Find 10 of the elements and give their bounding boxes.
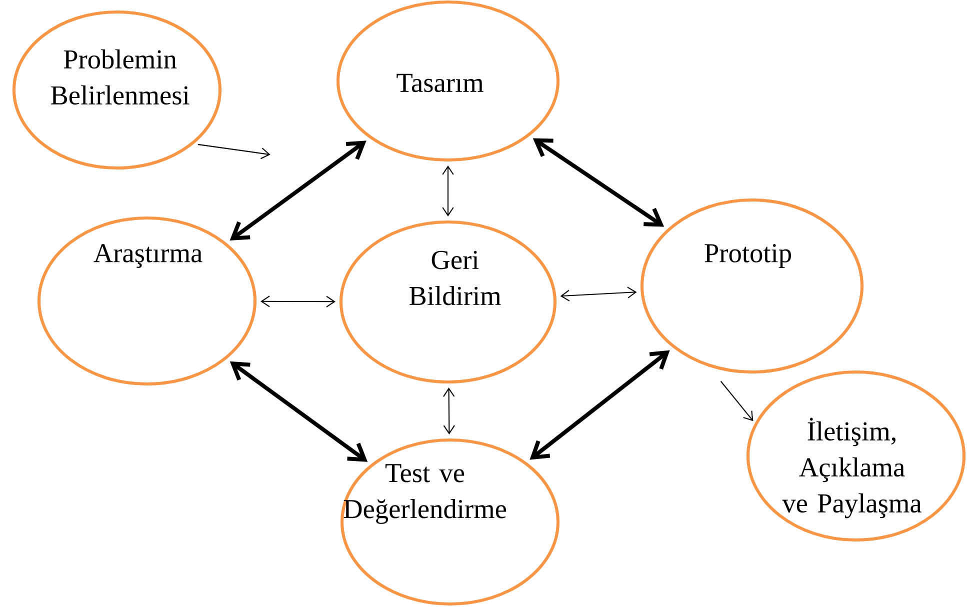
arrow — [198, 144, 270, 160]
arrow — [442, 166, 454, 216]
arrow — [230, 361, 368, 462]
arrow — [720, 380, 754, 422]
arrow — [260, 296, 336, 308]
arrow — [530, 350, 670, 460]
arrow — [560, 286, 637, 302]
arrow — [443, 388, 455, 434]
arrow — [230, 140, 366, 241]
arrow — [532, 138, 664, 227]
